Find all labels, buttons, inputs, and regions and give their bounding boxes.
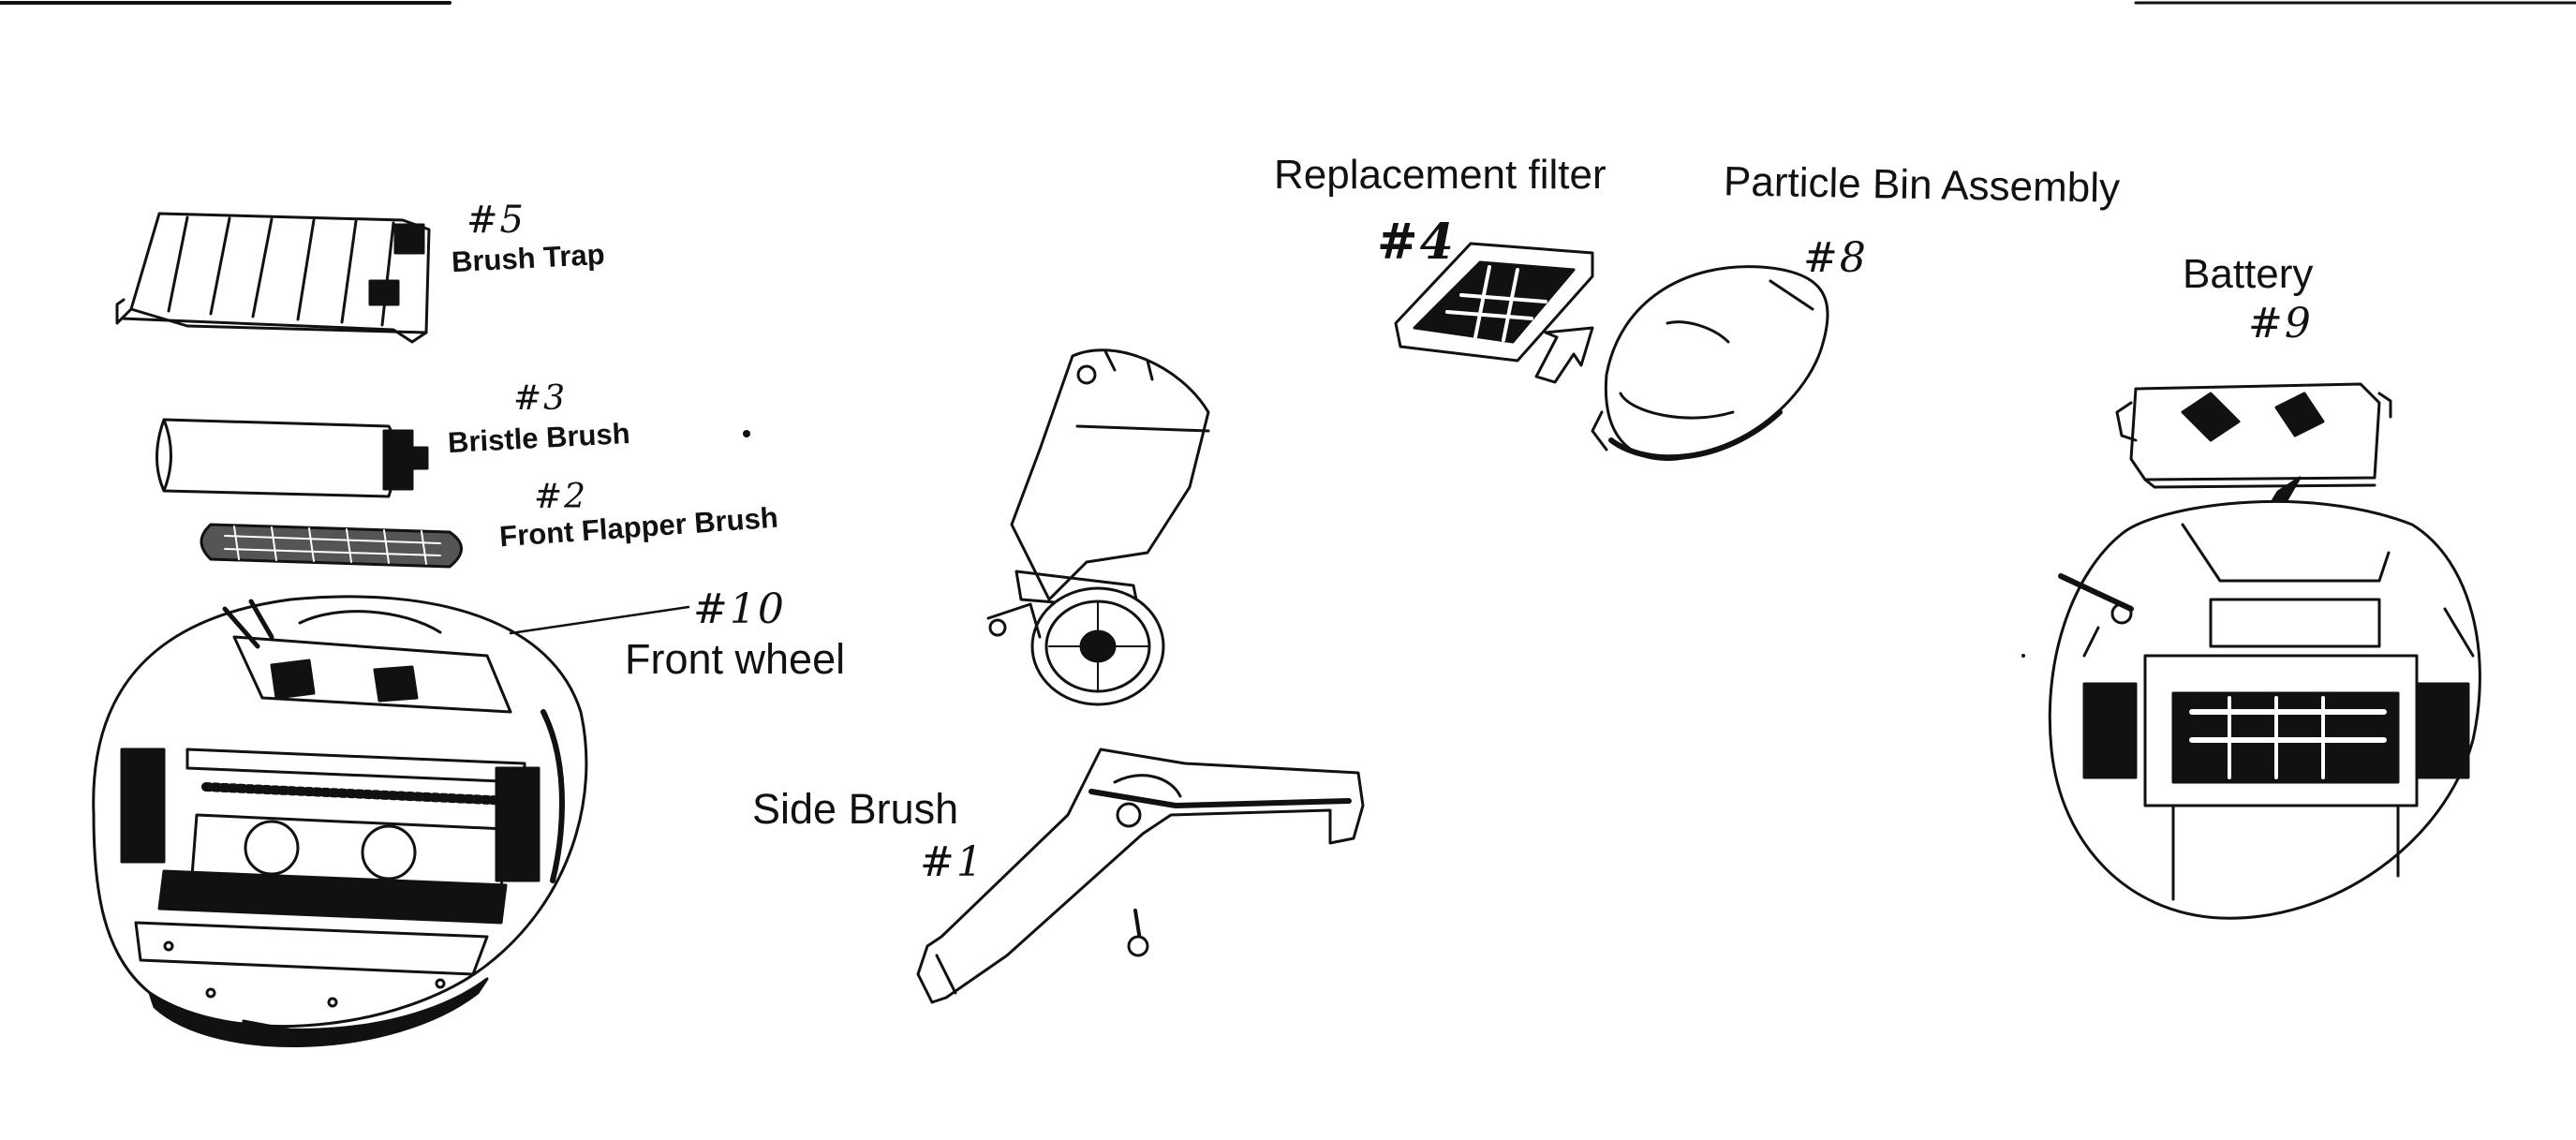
side-brush-label: Side Brush: [752, 785, 959, 833]
robot-underside-drawing: [92, 595, 588, 1048]
front-wheel-leader-line: [509, 605, 690, 635]
insert-arrow: [1534, 326, 1594, 384]
particle-bin-number: #8: [1803, 234, 1868, 282]
front-wheel-module-drawing: [986, 348, 1210, 706]
front-wheel-label: Front wheel: [625, 635, 846, 683]
replacement-filter-drawing: [1394, 242, 1594, 363]
battery-number: #9: [2248, 300, 2313, 348]
front-wheel-number: #10: [693, 585, 786, 633]
brush-trap-number: #5: [466, 199, 526, 242]
front-flapper-brush-number: #2: [534, 478, 588, 516]
robot-closeup-drawing: [2048, 500, 2481, 920]
bristle-brush-drawing: [155, 418, 429, 498]
particle-bin-drawing: [1591, 265, 1829, 461]
replacement-filter-number: #4: [1377, 214, 1456, 271]
speck: [743, 430, 750, 437]
front-flapper-brush-drawing: [200, 523, 463, 569]
side-brush-number: #1: [920, 838, 985, 886]
speck: [2021, 654, 2025, 658]
battery-label: Battery: [2183, 251, 2314, 297]
battery-drawing: [2115, 382, 2392, 489]
replacement-filter-label: Replacement filter: [1274, 152, 1606, 198]
particle-bin-label: Particle Bin Assembly: [1723, 158, 2121, 212]
brush-trap-drawing: [115, 212, 431, 344]
bristle-brush-number: #3: [513, 379, 568, 418]
side-brush-drawing: [916, 748, 1365, 1004]
